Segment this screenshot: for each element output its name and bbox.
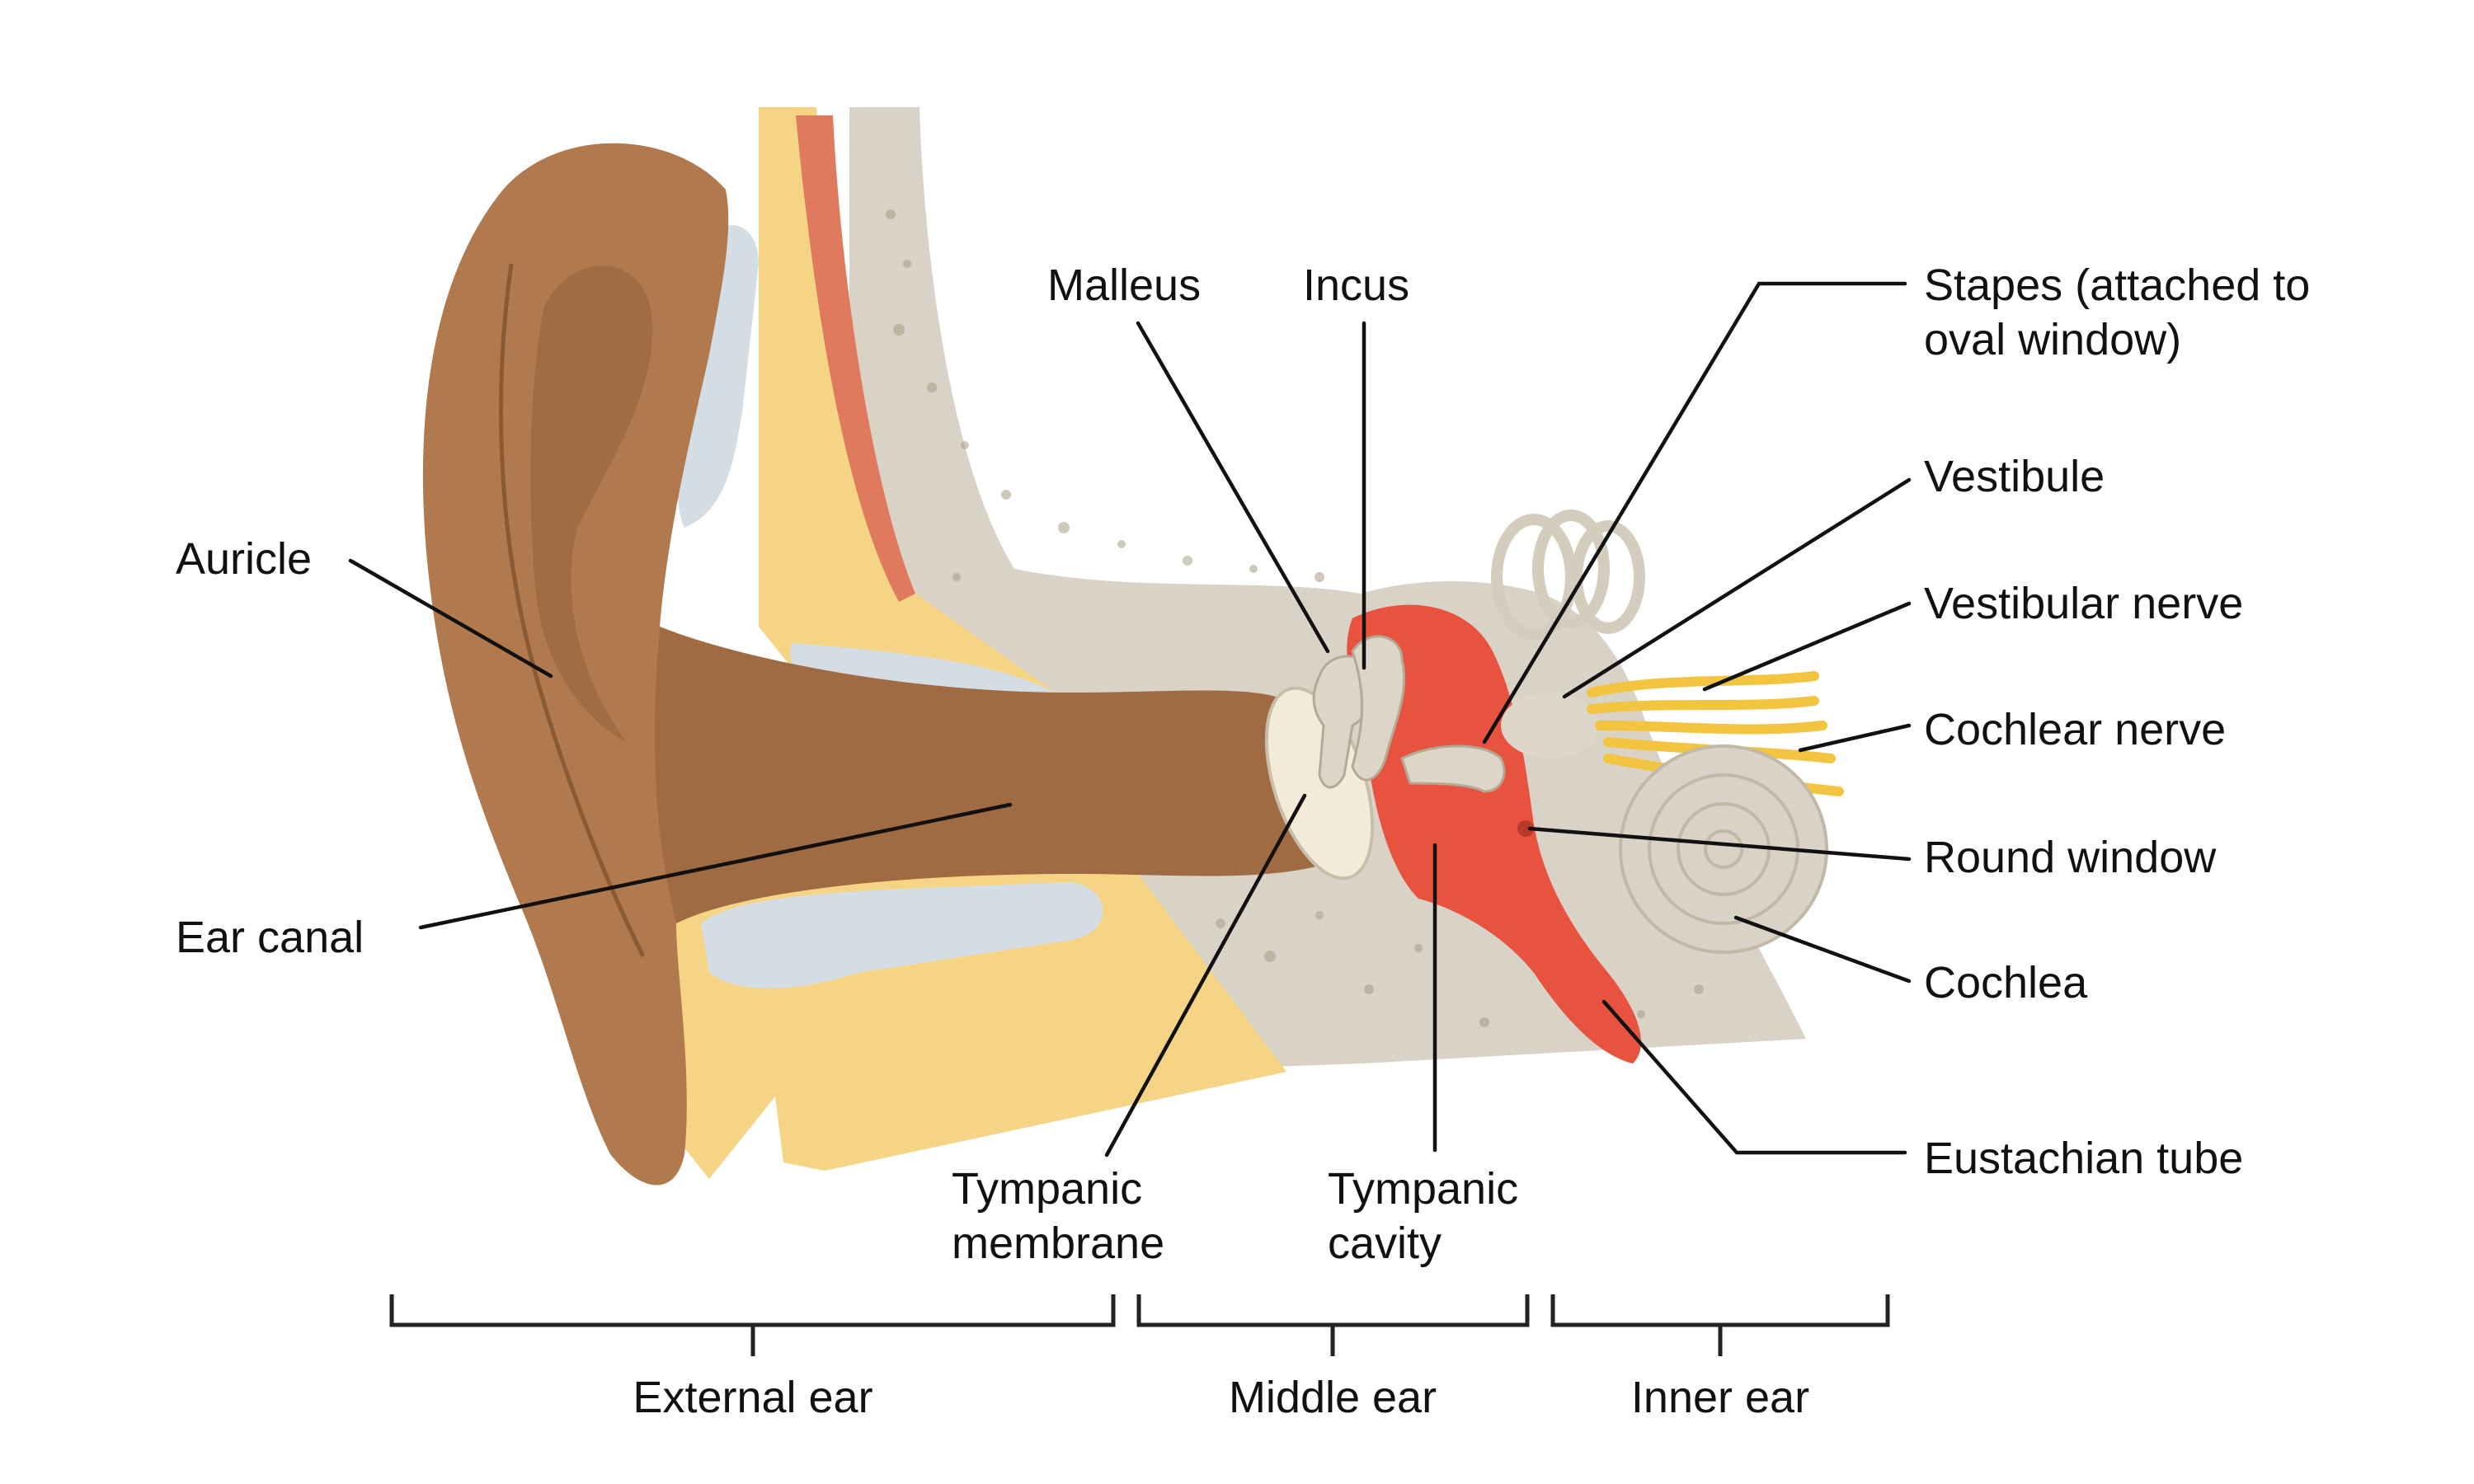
bracket-middle-ear [1136,1294,1530,1356]
vestibule-shape [1501,693,1600,758]
leader-lines [348,281,1912,1158]
label-tympanic-cavity-line2: cavity [1328,1219,1442,1268]
label-malleus: Malleus [1047,261,1201,310]
label-auricle: Auricle [176,534,312,584]
label-cochlear-nerve: Cochlear nerve [1924,705,2226,754]
region-label-inner-ear: Inner ear [1631,1373,1809,1422]
region-brackets [389,1294,1890,1356]
region-label-external-ear: External ear [633,1373,872,1422]
label-vestibular-nerve: Vestibular nerve [1924,579,2243,628]
semicircular-canals [1491,510,1645,641]
leader-stapes [1482,281,1907,744]
label-stapes-line1: Stapes (attached to [1924,261,2310,310]
label-cochlea: Cochlea [1924,958,2088,1007]
ear-canal-shape [655,627,1319,923]
muscle [796,115,915,602]
leader-vestibular-nerve [1702,601,1912,692]
leader-malleus [1136,321,1330,654]
cochlea-shape [1619,744,1828,954]
region-label-middle-ear: Middle ear [1229,1373,1437,1422]
stapes-shape [1400,744,1506,793]
leader-cochlea [1733,915,1912,984]
cartilage-lower [701,882,1103,989]
leader-eustachian-tube [1602,999,1907,1155]
leader-ear-canal [418,802,1013,930]
label-tympanic-cavity-line1: Tympanic [1328,1164,1518,1214]
leader-cochlear-nerve [1798,723,1912,753]
label-round-window: Round window [1924,833,2217,882]
label-ear-canal: Ear canal [176,913,364,962]
label-vestibule: Vestibule [1924,452,2105,501]
fat-upper [759,107,1056,709]
auricle-fold [530,265,653,742]
label-eustachian-tube: Eustachian tube [1924,1134,2243,1183]
label-stapes-line2: oval window) [1924,315,2181,364]
leader-tympanic-membrane [1104,793,1307,1158]
label-tympanic-membrane-line2: membrane [952,1219,1164,1268]
leader-round-window [1527,826,1912,862]
round-window-shape [1517,820,1534,837]
bracket-inner-ear [1550,1294,1890,1356]
leader-auricle [348,558,553,679]
label-incus: Incus [1303,261,1409,310]
incus-shape [1351,635,1406,782]
leader-vestibule [1562,477,1912,699]
tympanic-cavity-shape [1347,604,1641,1064]
bracket-external-ear [389,1294,1116,1356]
label-tympanic-membrane-line1: Tympanic [952,1164,1142,1214]
